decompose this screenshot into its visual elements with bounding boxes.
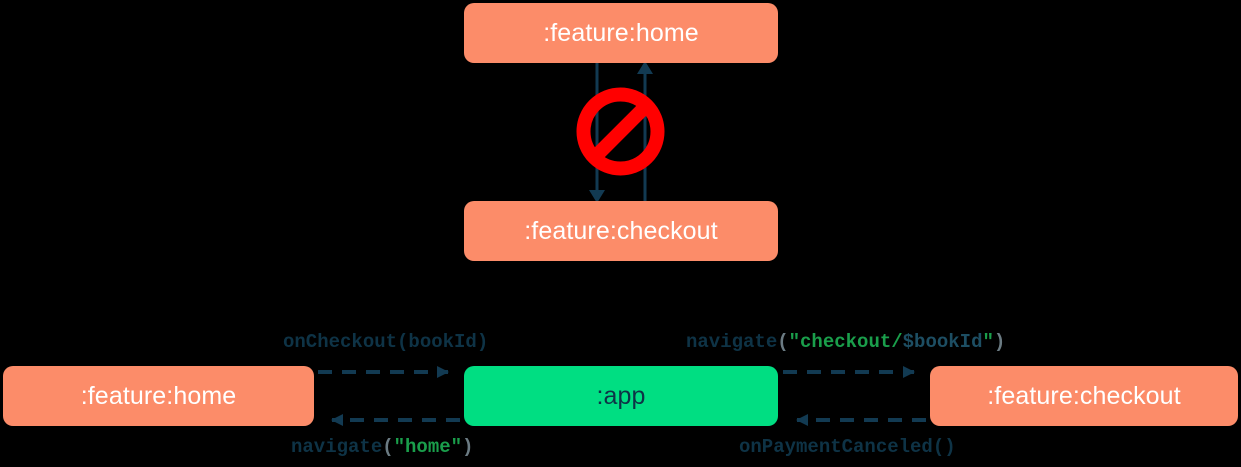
token-string-start: "checkout/ bbox=[788, 331, 903, 353]
token-fn: navigate bbox=[686, 331, 778, 353]
token-string: "home" bbox=[393, 436, 463, 458]
token-close-paren: ) bbox=[462, 436, 474, 458]
node-feature-checkout-bottom[interactable]: :feature:checkout bbox=[930, 366, 1238, 426]
token-open-paren: ( bbox=[382, 436, 394, 458]
forbidden-icon bbox=[576, 87, 665, 176]
token-variable: $bookId bbox=[902, 331, 983, 353]
token-open-paren: ( bbox=[777, 331, 789, 353]
node-feature-checkout-top[interactable]: :feature:checkout bbox=[464, 201, 778, 261]
node-app[interactable]: :app bbox=[464, 366, 778, 426]
edge-label-oncheckout-text: onCheckout(bookId) bbox=[283, 331, 489, 353]
edge-label-oncheckout: onCheckout(bookId) bbox=[283, 331, 488, 353]
edge-label-navigate-checkout: navigate("checkout/$bookId") bbox=[686, 331, 1005, 353]
edge-label-onpaymentcanceled: onPaymentCanceled() bbox=[739, 436, 956, 458]
node-feature-home-bottom[interactable]: :feature:home bbox=[3, 366, 314, 426]
edge-label-navigate-home: navigate("home") bbox=[291, 436, 473, 458]
node-feature-home-top[interactable]: :feature:home bbox=[464, 3, 778, 63]
edge-label-onpaymentcanceled-text: onPaymentCanceled() bbox=[739, 436, 956, 458]
token-close-paren: ) bbox=[993, 331, 1006, 353]
token-fn: navigate bbox=[291, 436, 383, 458]
token-string-end: " bbox=[982, 331, 994, 353]
